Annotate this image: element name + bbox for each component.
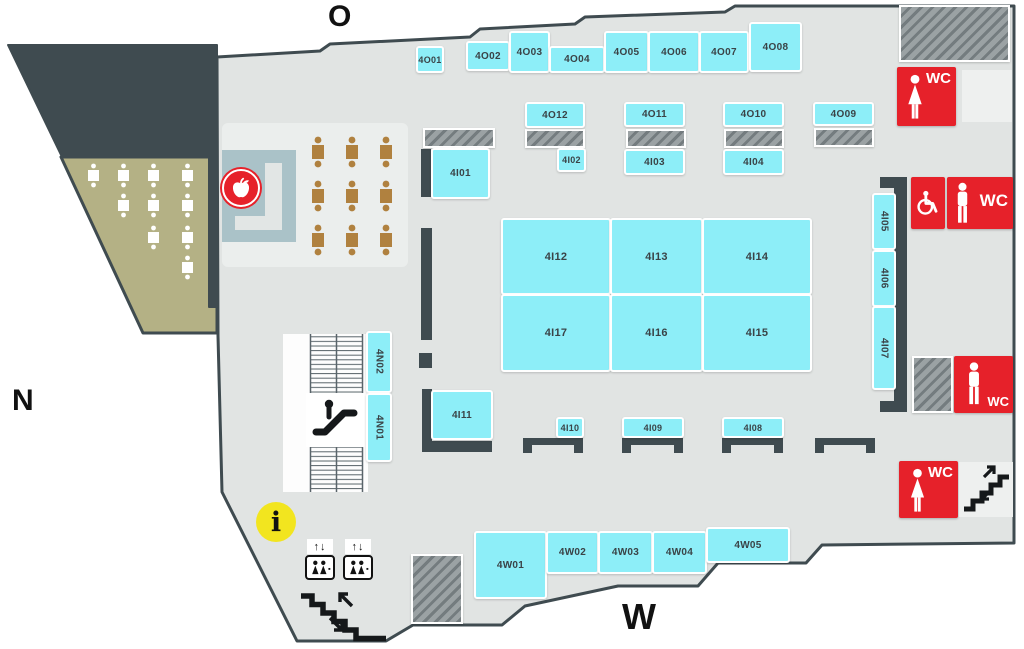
terrace-area — [59, 155, 219, 335]
room-4I06[interactable]: 4I06 — [872, 250, 896, 307]
info-label: i — [270, 506, 282, 538]
room-4I17[interactable]: 4I17 — [501, 294, 611, 372]
room-4I03[interactable]: 4I03 — [624, 149, 685, 175]
cafeteria-area — [222, 123, 408, 267]
room-4W05[interactable]: 4W05 — [706, 527, 790, 563]
room-4O07[interactable]: 4O07 — [699, 31, 749, 73]
wc-label: WC — [926, 70, 951, 87]
hatched-area — [626, 129, 686, 148]
stairs-icon — [964, 465, 1009, 512]
wc-men-southeast: WC — [954, 356, 1013, 413]
hatched-area — [411, 554, 463, 624]
building-wedge — [7, 44, 218, 308]
stairwell — [283, 334, 368, 492]
room-4N02[interactable]: 4N02 — [366, 331, 392, 393]
room-4I02[interactable]: 4I02 — [557, 148, 586, 172]
info-icon: i — [256, 502, 296, 542]
room-4I07[interactable]: 4I07 — [872, 306, 896, 390]
room-4W03[interactable]: 4W03 — [598, 531, 653, 574]
terrace-tables — [88, 163, 193, 280]
room-4N01[interactable]: 4N01 — [366, 393, 392, 462]
room-4I13[interactable]: 4I13 — [610, 218, 703, 295]
elevator-icon: ↑↓ — [341, 539, 375, 580]
apple-icon — [222, 169, 260, 207]
wc-women-south: WC — [899, 461, 958, 518]
escalator-icon — [306, 393, 364, 447]
wc-label: WC — [979, 191, 1008, 210]
hatched-area — [912, 356, 953, 413]
room-4I08[interactable]: 4I08 — [722, 417, 784, 438]
woman-icon — [906, 468, 929, 513]
hatched-area — [423, 128, 495, 148]
room-4I09[interactable]: 4I09 — [622, 417, 684, 438]
room-4I04[interactable]: 4I04 — [723, 149, 784, 175]
room-4O01[interactable]: 4O01 — [416, 46, 444, 73]
room-4W04[interactable]: 4W04 — [652, 531, 707, 574]
hatched-area — [724, 129, 784, 148]
wc-men-east: WC — [947, 177, 1013, 229]
wheelchair-icon — [915, 190, 941, 216]
room-4I05[interactable]: 4I05 — [872, 193, 896, 250]
room-4I12[interactable]: 4I12 — [501, 218, 611, 295]
woman-icon — [903, 74, 927, 120]
room-4W02[interactable]: 4W02 — [546, 531, 599, 574]
room-4I14[interactable]: 4I14 — [702, 218, 812, 295]
compass-east: O — [328, 0, 352, 33]
room-4O08[interactable]: 4O08 — [749, 22, 802, 72]
stairs-south — [959, 462, 1013, 517]
room-4I01[interactable]: 4I01 — [431, 148, 490, 199]
wc-label: WC — [928, 464, 953, 481]
cafeteria-tables — [312, 136, 392, 256]
hatched-area — [525, 129, 585, 148]
room-4O03[interactable]: 4O03 — [509, 31, 550, 73]
wc-label: WC — [987, 394, 1009, 409]
room-4O02[interactable]: 4O02 — [466, 41, 510, 71]
hatched-area — [899, 5, 1010, 62]
wc-accessible — [911, 177, 945, 229]
cafeteria-counter — [235, 163, 282, 230]
room-4O11[interactable]: 4O11 — [624, 102, 685, 127]
room-4O04[interactable]: 4O04 — [549, 46, 605, 73]
room-4I10[interactable]: 4I10 — [556, 417, 584, 438]
room-4I16[interactable]: 4I16 — [610, 294, 703, 372]
room-4O05[interactable]: 4O05 — [604, 31, 649, 73]
stairs-northeast — [962, 70, 1012, 122]
man-icon — [963, 361, 985, 406]
elevator-arrows: ↑↓ — [307, 539, 333, 554]
room-4I15[interactable]: 4I15 — [702, 294, 812, 372]
room-4O06[interactable]: 4O06 — [648, 31, 700, 73]
interior-walls — [419, 149, 907, 453]
room-4O09[interactable]: 4O09 — [813, 102, 874, 126]
elevator-arrows: ↑↓ — [345, 539, 371, 554]
room-4O10[interactable]: 4O10 — [723, 102, 784, 127]
man-icon — [952, 182, 973, 224]
room-4W01[interactable]: 4W01 — [474, 531, 547, 599]
hatched-area — [814, 128, 874, 147]
elevator-icon: ↑↓ — [303, 539, 337, 580]
compass-west: W — [622, 596, 656, 637]
wc-women-northeast: WC — [897, 67, 956, 126]
room-4O12[interactable]: 4O12 — [525, 102, 585, 128]
room-4I11[interactable]: 4I11 — [431, 390, 493, 440]
compass-north: N — [12, 384, 34, 417]
